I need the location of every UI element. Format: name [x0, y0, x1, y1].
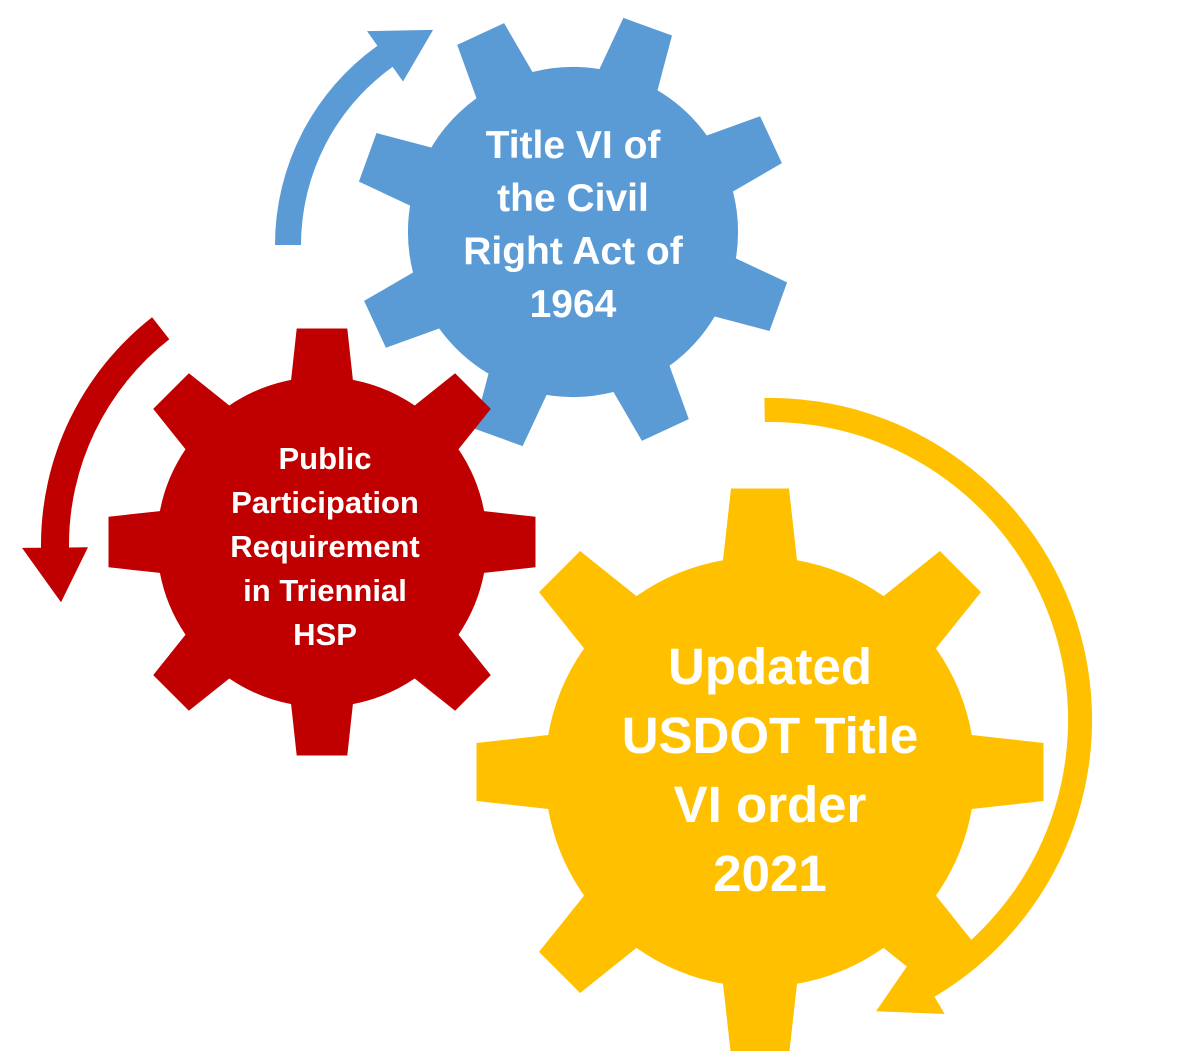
- label-line: Title VI of: [485, 124, 661, 167]
- label-line: VI order: [673, 776, 867, 833]
- label-line: Updated: [668, 638, 872, 695]
- label-line: Requirement: [230, 529, 420, 564]
- gear-label-civil-rights-act: Title VI of the Civil Right Act of 1964: [403, 120, 743, 330]
- label-line: USDOT Title: [621, 707, 919, 764]
- gold-gear-icon: [476, 488, 1044, 1051]
- blue-gear-icon: [358, 17, 788, 447]
- gear-label-usdot-order: Updated USDOT Title VI order 2021: [560, 630, 980, 910]
- label-line: 1964: [529, 283, 617, 326]
- red-cycle-arrow: [22, 317, 170, 603]
- red-gear-icon: [108, 328, 536, 756]
- label-line: Participation: [231, 485, 419, 520]
- label-line: Public: [278, 441, 372, 476]
- label-line: the Civil: [497, 177, 649, 220]
- label-line: Right Act of: [463, 230, 683, 273]
- label-line: in Triennial: [243, 573, 407, 608]
- label-line: 2021: [713, 845, 827, 902]
- label-line: HSP: [293, 617, 357, 652]
- gear-label-public-participation: Public Participation Requirement in Trie…: [160, 432, 490, 662]
- blue-cycle-arrow: [275, 29, 434, 246]
